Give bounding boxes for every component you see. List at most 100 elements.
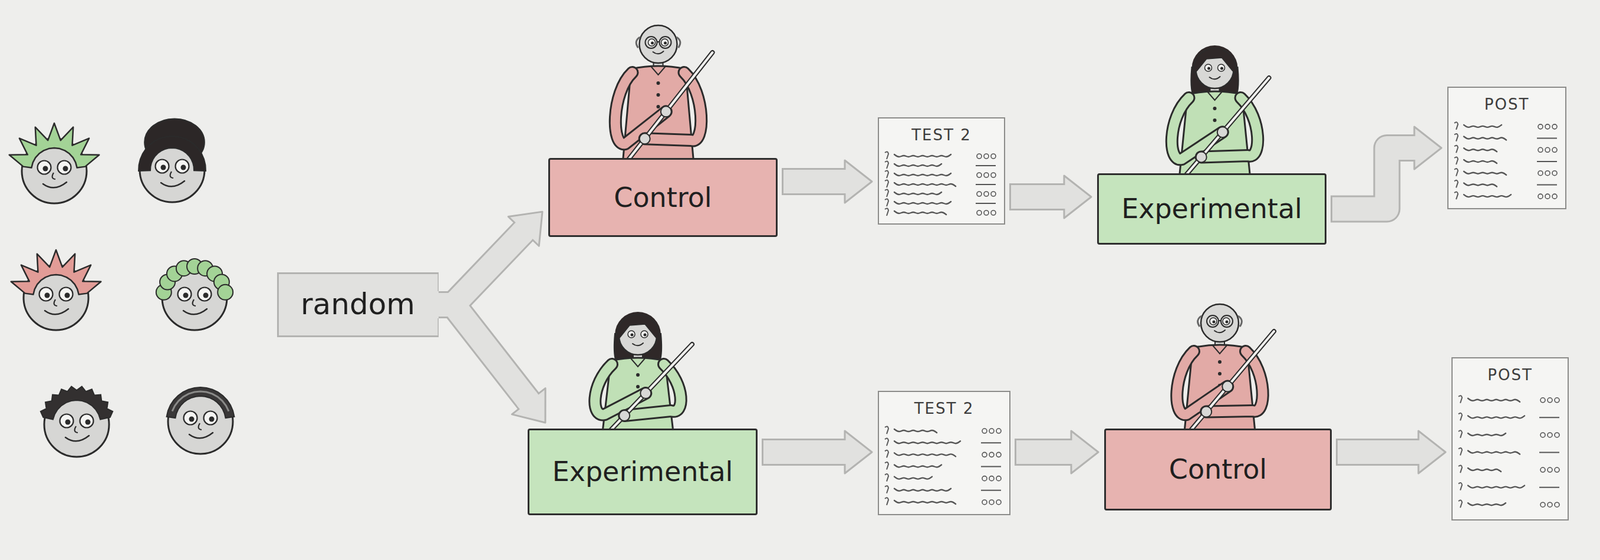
- sheet-title: POST: [1484, 96, 1530, 114]
- answer-box: [1554, 397, 1560, 403]
- teacher-tuft: [676, 37, 681, 48]
- arrow-outline: [1009, 183, 1065, 211]
- nose: [198, 423, 202, 430]
- scribble: [894, 429, 937, 433]
- teacher-eye: [1209, 317, 1217, 325]
- teacher-collar: [1207, 91, 1223, 101]
- scribble: [1463, 147, 1497, 152]
- item-number: [1458, 395, 1463, 404]
- cap-stripe: [172, 391, 229, 412]
- arrow-head: [1414, 126, 1442, 170]
- teacher-head: [1200, 304, 1239, 342]
- pupil: [85, 419, 91, 426]
- scribble: [1463, 171, 1507, 176]
- teacher-hand: [619, 410, 630, 421]
- eye: [155, 159, 170, 174]
- answer-box: [1552, 193, 1557, 199]
- scribble: [1467, 502, 1506, 506]
- teacher-eye: [1222, 317, 1230, 325]
- item-number: [1458, 430, 1463, 439]
- scribble: [894, 192, 942, 195]
- answer-box: [982, 499, 987, 505]
- answer-box: [1547, 502, 1553, 508]
- teacher-collar: [651, 66, 666, 75]
- arrow-shaft: [763, 440, 845, 464]
- arrow-outline: [438, 304, 529, 402]
- pupil: [160, 165, 167, 171]
- eye: [178, 287, 192, 302]
- group-label: Control: [1169, 453, 1267, 486]
- item-number: [884, 151, 889, 160]
- teacher-tuft: [1238, 315, 1242, 327]
- block-arrow: [1332, 126, 1442, 210]
- answer-box: [991, 153, 996, 159]
- answer-box: [983, 153, 989, 159]
- student-face: [11, 249, 102, 331]
- answer-box: [983, 191, 989, 197]
- arrow-join: [1067, 440, 1073, 464]
- answer-box: [1547, 432, 1553, 438]
- hair: [138, 136, 206, 171]
- scribble: [894, 488, 951, 492]
- answer-box: [976, 153, 982, 159]
- answer-box: [1538, 124, 1543, 130]
- answer-box: [989, 428, 994, 434]
- arrow-head: [844, 160, 872, 203]
- eye: [203, 411, 218, 426]
- teacher-eye: [627, 330, 635, 338]
- block-arrow: [438, 304, 546, 423]
- answer-line: [1539, 452, 1560, 454]
- student-face: [166, 387, 235, 454]
- answer-box: [1545, 170, 1550, 176]
- pupil: [64, 292, 71, 299]
- group-label: Experimental: [552, 456, 734, 488]
- teacher-button: [1217, 360, 1222, 364]
- answer-line: [1539, 416, 1560, 418]
- arrow-join: [1060, 185, 1066, 209]
- mouth: [44, 308, 69, 315]
- answer-box: [1538, 193, 1543, 199]
- teacher-glasses: [1220, 315, 1233, 328]
- test-sheet: TEST 2: [877, 390, 1011, 516]
- answer-box: [996, 499, 1002, 505]
- scribble: [1467, 415, 1525, 418]
- answer-box: [1540, 502, 1546, 508]
- answer-line: [975, 202, 996, 204]
- scribble: [1467, 485, 1525, 489]
- pupil: [183, 292, 189, 299]
- teacher-pupil: [650, 41, 654, 45]
- block-arrow: [438, 211, 543, 305]
- eye: [59, 287, 74, 302]
- teacher-pupil: [643, 333, 647, 337]
- teacher-pupil: [1207, 67, 1211, 71]
- item-number: [1454, 168, 1458, 177]
- pupil: [209, 416, 215, 423]
- item-number: [1458, 448, 1463, 456]
- answer-box: [1554, 467, 1560, 473]
- block-arrow: [1337, 430, 1446, 474]
- scribble: [894, 465, 942, 468]
- scribble: [894, 173, 951, 176]
- teacher-glasses: [645, 36, 658, 49]
- nose: [54, 299, 58, 306]
- arrow-join: [1410, 136, 1417, 160]
- eye: [39, 287, 54, 302]
- arrow-join: [526, 398, 530, 403]
- test-sheet: TEST 2: [877, 117, 1006, 225]
- answer-box: [1547, 467, 1553, 473]
- teacher-pupil: [1220, 67, 1224, 71]
- pupil: [63, 166, 69, 172]
- teacher-tuft: [636, 37, 640, 48]
- test-sheet: POST: [1451, 357, 1569, 521]
- sheet-title: TEST 2: [914, 400, 975, 418]
- teacher-arm-outline: [594, 364, 646, 415]
- item-number: [884, 485, 889, 494]
- answer-box: [991, 191, 996, 197]
- arrow-head: [1071, 430, 1099, 474]
- nose: [74, 426, 78, 433]
- stem-outline: [278, 273, 440, 337]
